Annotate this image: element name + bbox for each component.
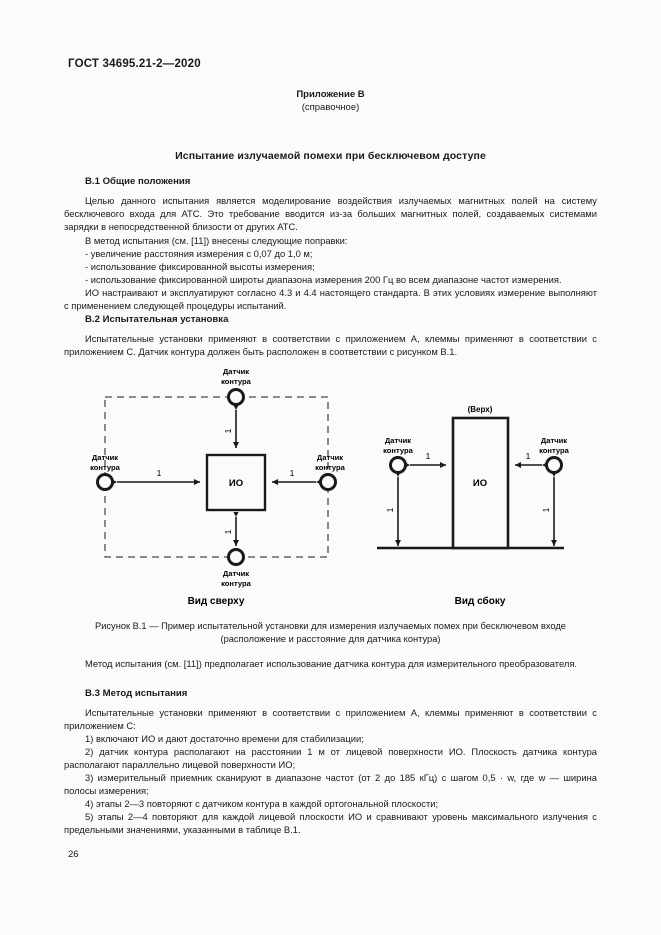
side-view-dim-right-vertical-label: 1 (541, 507, 551, 512)
top-view-eut-label: ИО (229, 478, 243, 489)
top-view-dim-top-label: 1 (223, 428, 233, 433)
side-view-sensor-right-label-line1: Датчик (541, 436, 567, 445)
side-view-sensor-right-icon (545, 456, 563, 474)
section-b1-paragraph-2: В метод испытания (см. [11]) внесены сле… (85, 235, 348, 246)
top-view-sensor-right-icon (319, 473, 337, 491)
section-b1-paragraph-1: Целью данного испытания является моделир… (64, 195, 597, 233)
section-b3-item-2: 2) датчик контура располагают на расстоя… (64, 746, 597, 771)
side-view-eut-box (451, 416, 510, 550)
top-view-sensor-left-label-line2: контура (90, 463, 121, 472)
side-view-sensor-left-label-line2: контура (383, 446, 414, 455)
top-view-sensor-bottom-label-line1: Датчик (223, 569, 249, 578)
top-view-group: ИО Датчик контура 1 Датчик контура 1 Дат… (90, 367, 346, 607)
top-view-dim-left-label: 1 (157, 468, 162, 478)
standard-number-header: ГОСТ 34695.21-2—2020 (68, 58, 201, 70)
annex-title: Приложение В (296, 89, 365, 100)
side-view-sensor-left-label-line1: Датчик (385, 436, 411, 445)
side-view-dim-right-label: 1 (526, 451, 531, 461)
side-view-sensor-right-label-line2: контура (539, 446, 570, 455)
top-view-dim-bottom-label: 1 (223, 529, 233, 534)
figure-caption-line-1: Рисунок В.1 — Пример испытательной устан… (95, 621, 566, 631)
side-view-dim-left-label: 1 (426, 451, 431, 461)
section-heading-b1: В.1 Общие положения (85, 176, 191, 187)
section-b3-item-3: 3) измерительный приемник сканируют в ди… (64, 772, 597, 797)
side-view-title: Вид сбоку (455, 595, 506, 607)
section-b3-item-1: 1) включают ИО и дают достаточно времени… (85, 733, 364, 744)
top-view-dim-right-label: 1 (290, 468, 295, 478)
figure-b1-diagram: ИО Датчик контура 1 Датчик контура 1 Дат… (90, 367, 570, 607)
section-b1-bullet-2: - использование фиксированной высоты изм… (85, 261, 315, 272)
annex-heading: Приложение В (справочное) (0, 88, 661, 114)
top-view-sensor-bottom-icon (227, 548, 245, 566)
side-view-group: ИО (Верх) Датчик контура 1 1 Датчик конт… (377, 405, 570, 607)
page-number: 26 (68, 849, 79, 860)
section-heading-b3: В.3 Метод испытания (85, 688, 188, 699)
top-view-sensor-bottom-label-line2: контура (221, 579, 252, 588)
section-b3-paragraph-1: Испытательные установки применяют в соот… (64, 707, 597, 732)
side-view-sensor-left-icon (389, 456, 407, 474)
top-view-sensor-right-label-line2: контура (315, 463, 346, 472)
section-b3-item-5: 5) этапы 2—4 повторяют для каждой лицево… (64, 811, 597, 836)
figure-b1-caption: Рисунок В.1 — Пример испытательной устан… (64, 620, 597, 646)
after-figure-paragraph-1: Метод испытания (см. [11]) предполагает … (85, 658, 578, 669)
top-view-sensor-top-label-line1: Датчик (223, 367, 249, 376)
side-view-dim-left-vertical-label: 1 (385, 507, 395, 512)
top-view-eut-box (205, 453, 267, 512)
section-heading-b2: В.2 Испытательная установка (85, 314, 229, 325)
top-view-sensor-top-label-line2: контура (221, 377, 252, 386)
top-view-sensor-right-label-line1: Датчик (317, 453, 343, 462)
top-view-sensor-left-label-line1: Датчик (92, 453, 118, 462)
section-b1-bullet-3: - использование фиксированной широты диа… (85, 274, 562, 285)
top-view-sensor-top-icon (227, 388, 245, 406)
top-view-title: Вид сверху (188, 596, 245, 607)
section-b1-paragraph-3: ИО настраивают и эксплуатируют согласно … (64, 287, 597, 312)
section-b3-item-4: 4) этапы 2—3 повторяют с датчиком контур… (85, 798, 439, 809)
section-b2-paragraph-1: Испытательные установки применяют в соот… (64, 333, 597, 358)
side-view-eut-label: ИО (473, 478, 487, 489)
section-b1-bullet-1: - увеличение расстояния измерения с 0,07… (85, 248, 313, 259)
figure-caption-line-2: (расположение и расстояние для датчика к… (220, 634, 441, 644)
side-view-top-marker-label: (Верх) (468, 405, 493, 414)
page-title: Испытание излучаемой помехи при бесключе… (175, 150, 486, 162)
annex-subtitle: (справочное) (301, 102, 360, 113)
top-view-sensor-left-icon (96, 473, 114, 491)
